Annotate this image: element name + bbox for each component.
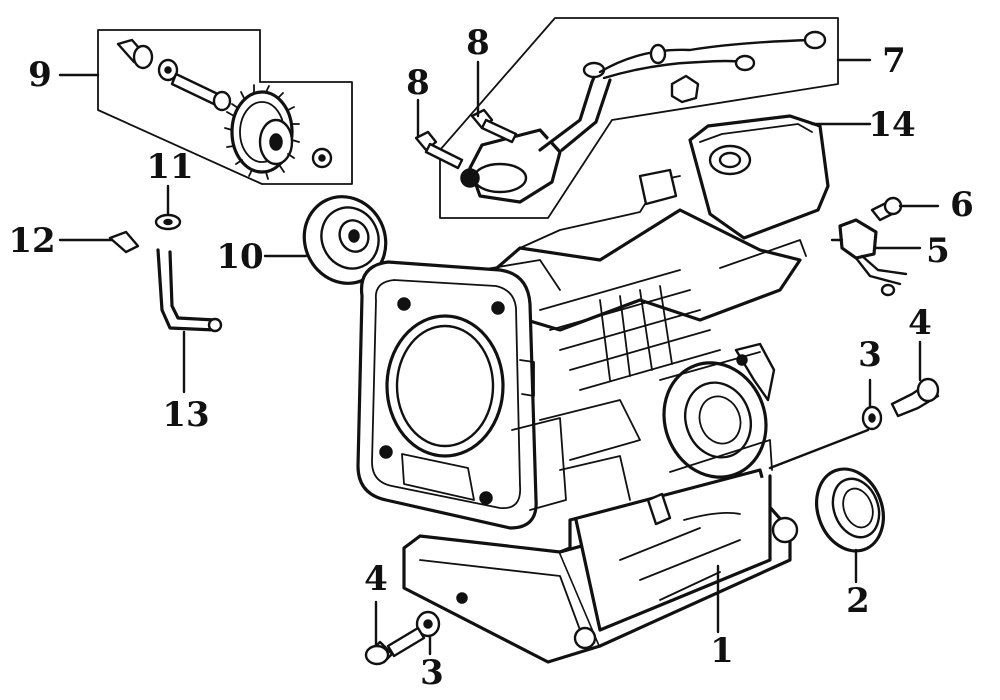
breather-tube-13	[156, 248, 223, 333]
washer-11	[154, 213, 182, 231]
oil-seal-2	[815, 467, 885, 553]
oil-level-sensor	[460, 30, 827, 204]
callout-7: 7	[882, 41, 906, 81]
oil-sensor-group-frame	[439, 17, 839, 219]
washer-3-right	[861, 405, 883, 431]
callout-9: 9	[28, 55, 52, 95]
callout-13: 13	[162, 395, 209, 435]
callout-labels: 1 2 3 3 4 4 5 6 7 8 8 9 10 11 12 13 14	[8, 23, 974, 693]
clip-12	[108, 230, 140, 254]
leader-lines	[58, 58, 940, 656]
callout-14: 14	[868, 105, 915, 145]
callout-2: 2	[846, 581, 870, 621]
governor-gear	[224, 84, 300, 180]
callout-8-upper: 8	[466, 23, 490, 63]
governor-group-frame	[97, 29, 353, 185]
washer-3-bottom	[415, 610, 441, 638]
callout-3-right: 3	[858, 335, 882, 375]
callout-5: 5	[926, 231, 950, 271]
callout-1: 1	[710, 631, 734, 671]
screw-6	[870, 196, 903, 222]
callout-11: 11	[146, 147, 193, 187]
callout-3-bottom: 3	[420, 653, 444, 693]
callout-12: 12	[8, 221, 55, 261]
switch-5	[830, 218, 908, 297]
crankcase-cover	[688, 114, 830, 240]
bolt-8b	[470, 108, 518, 144]
governor-gear-assembly	[116, 38, 333, 180]
callout-4-right: 4	[908, 303, 932, 343]
bolt-8a	[414, 130, 464, 170]
callout-4-bottom: 4	[364, 559, 388, 599]
callout-10: 10	[216, 237, 263, 277]
bolt-4-bottom	[364, 626, 426, 666]
bolt-4-right	[890, 377, 940, 418]
crankcase-block	[356, 168, 807, 664]
callout-6: 6	[950, 185, 974, 225]
callout-8-lower: 8	[406, 63, 430, 103]
